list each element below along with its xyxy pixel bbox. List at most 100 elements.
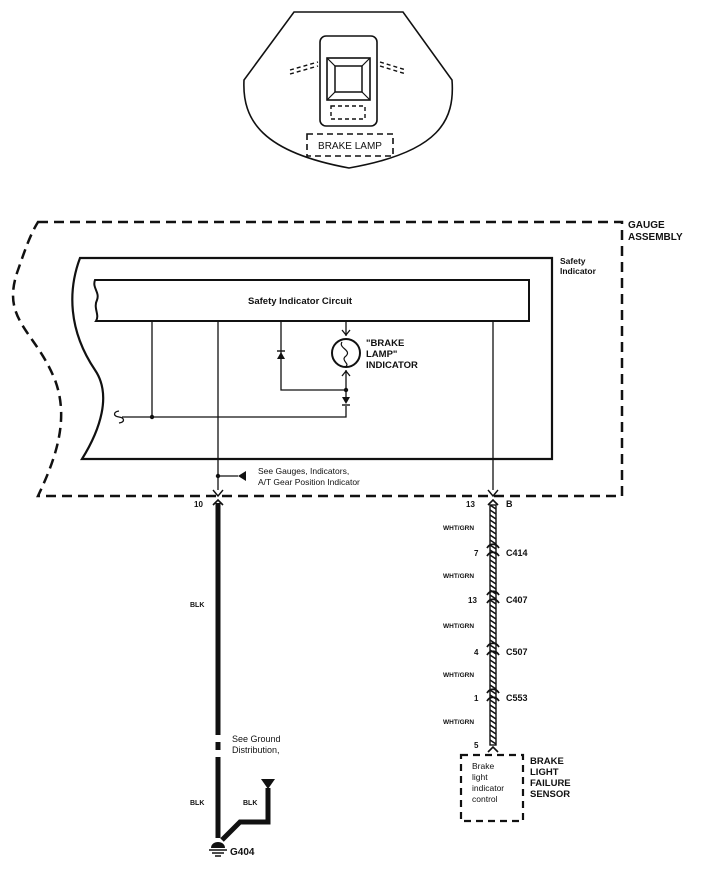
wire-color-label: WHT/GRN <box>443 719 474 726</box>
safety-indicator-title-2: Indicator <box>560 266 597 276</box>
connector-id: C553 <box>506 693 528 703</box>
reference-note-1: See Gauges, Indicators, <box>258 466 349 476</box>
gauge-outer-frame <box>326 57 371 101</box>
connector-pin-icon <box>487 498 499 506</box>
gauge-assembly-title-2: ASSEMBLY <box>628 232 683 243</box>
sensor-title-2: LIGHT <box>530 767 559 778</box>
dashboard-outline <box>243 11 454 169</box>
wire-stripe <box>489 709 497 715</box>
wire-stripe <box>489 699 497 705</box>
connector-pin: 4 <box>474 648 479 657</box>
wire-color-label: WHT/GRN <box>443 525 474 532</box>
wire-stripe <box>489 704 497 710</box>
ground-point-label: G404 <box>230 847 255 858</box>
wire-stripe <box>489 684 497 690</box>
bulb-icon <box>331 329 361 377</box>
wire-stripe <box>489 584 497 590</box>
brake-lamp-indicator-label-1: "BRAKE <box>366 338 404 349</box>
inline-connectors <box>486 543 500 702</box>
reference-arrow-icon <box>238 471 246 481</box>
sensor-inner-3: indicator <box>472 783 504 793</box>
inline-connector-icon <box>486 642 500 656</box>
diode-icon <box>277 350 285 359</box>
ground-pin: 10 <box>194 500 203 509</box>
sensor-pin-bottom: 5 <box>474 741 479 750</box>
wire-stripe <box>489 674 497 680</box>
wire-stripe <box>489 669 497 675</box>
connector-id: C407 <box>506 595 528 605</box>
sensor-inner-1: Brake <box>472 761 494 771</box>
wire-stripe <box>489 519 497 525</box>
ground-wire-color-3: BLK <box>243 800 257 807</box>
sensor-connector-top: B <box>506 499 513 509</box>
inline-connector-icon <box>486 688 500 702</box>
sensor-inner-2: light <box>472 772 488 782</box>
gauge-bevel <box>326 57 371 101</box>
sensor-title-4: SENSOR <box>530 789 570 800</box>
wire-stripe <box>489 599 497 605</box>
diode-icon <box>342 397 350 406</box>
inline-connector-icon <box>486 590 500 604</box>
wire-stripe <box>489 659 497 665</box>
wht-grn-wire <box>489 504 497 746</box>
brake-lamp-indicator-label-3: INDICATOR <box>366 360 418 371</box>
connector-pin: 7 <box>474 549 479 558</box>
gauge-inner-frame <box>334 65 363 93</box>
wire-color-label: WHT/GRN <box>443 623 474 630</box>
wire-stripe <box>489 679 497 685</box>
wire-stripe <box>489 714 497 720</box>
wire-stripe <box>489 594 497 600</box>
wire-stripe <box>489 544 497 550</box>
vent-left <box>289 61 319 75</box>
wire-stripe <box>489 534 497 540</box>
wire-stripe <box>489 629 497 635</box>
ground-icon <box>209 842 227 857</box>
connector-pin-icon <box>212 498 224 506</box>
inline-connector-icon <box>486 543 500 557</box>
wire-stripe <box>489 729 497 735</box>
connector-id: C507 <box>506 647 528 657</box>
vent-right <box>379 61 407 75</box>
ground-note-2: Distribution, <box>232 745 280 755</box>
connector-pin-icon <box>487 489 499 498</box>
connector-pin: 1 <box>474 694 479 703</box>
wire-stripe <box>489 614 497 620</box>
gauge-assembly-boundary <box>11 220 624 498</box>
splice-dot <box>343 387 349 393</box>
wire-stripe <box>489 739 497 745</box>
brake-lamp-label: BRAKE LAMP <box>318 141 382 152</box>
sensor-title-1: BRAKE <box>530 756 564 767</box>
wire-color-label: WHT/GRN <box>443 573 474 580</box>
sensor-inner-4: control <box>472 794 498 804</box>
wire-stripe <box>489 564 497 570</box>
splice-dot <box>215 473 221 479</box>
wire-stripe <box>489 539 497 545</box>
ground-wire-color-2: BLK <box>190 800 204 807</box>
wire-stripe <box>489 724 497 730</box>
wire-stripe <box>489 579 497 585</box>
wire-stripe <box>489 689 497 695</box>
safety-indicator-title-1: Safety <box>560 256 586 266</box>
wire-stripe <box>489 554 497 560</box>
connector-pin-icon <box>212 489 224 498</box>
wire-stripe <box>489 514 497 520</box>
wire-stripe <box>489 574 497 580</box>
reference-note-2: A/T Gear Position Indicator <box>258 477 360 487</box>
wire-color-label: WHT/GRN <box>443 672 474 679</box>
wire-stripe <box>489 734 497 740</box>
wire-stripe <box>489 569 497 575</box>
gauge-cluster-outline <box>319 35 378 127</box>
brake-light-failure-sensor-box <box>459 753 525 823</box>
connector-pin-icon <box>487 745 499 753</box>
splice-dot <box>149 414 155 420</box>
internal-wiring <box>122 321 494 490</box>
brake-lamp-callout-box <box>306 133 394 157</box>
safety-indicator-circuit-label: Safety Indicator Circuit <box>248 296 353 307</box>
ground-wire-color-1: BLK <box>190 602 204 609</box>
sensor-circuit <box>486 489 500 753</box>
wire-stripe <box>489 529 497 535</box>
wire-stripe <box>489 619 497 625</box>
safety-indicator-boundary <box>71 256 554 461</box>
wire-stripe <box>489 719 497 725</box>
